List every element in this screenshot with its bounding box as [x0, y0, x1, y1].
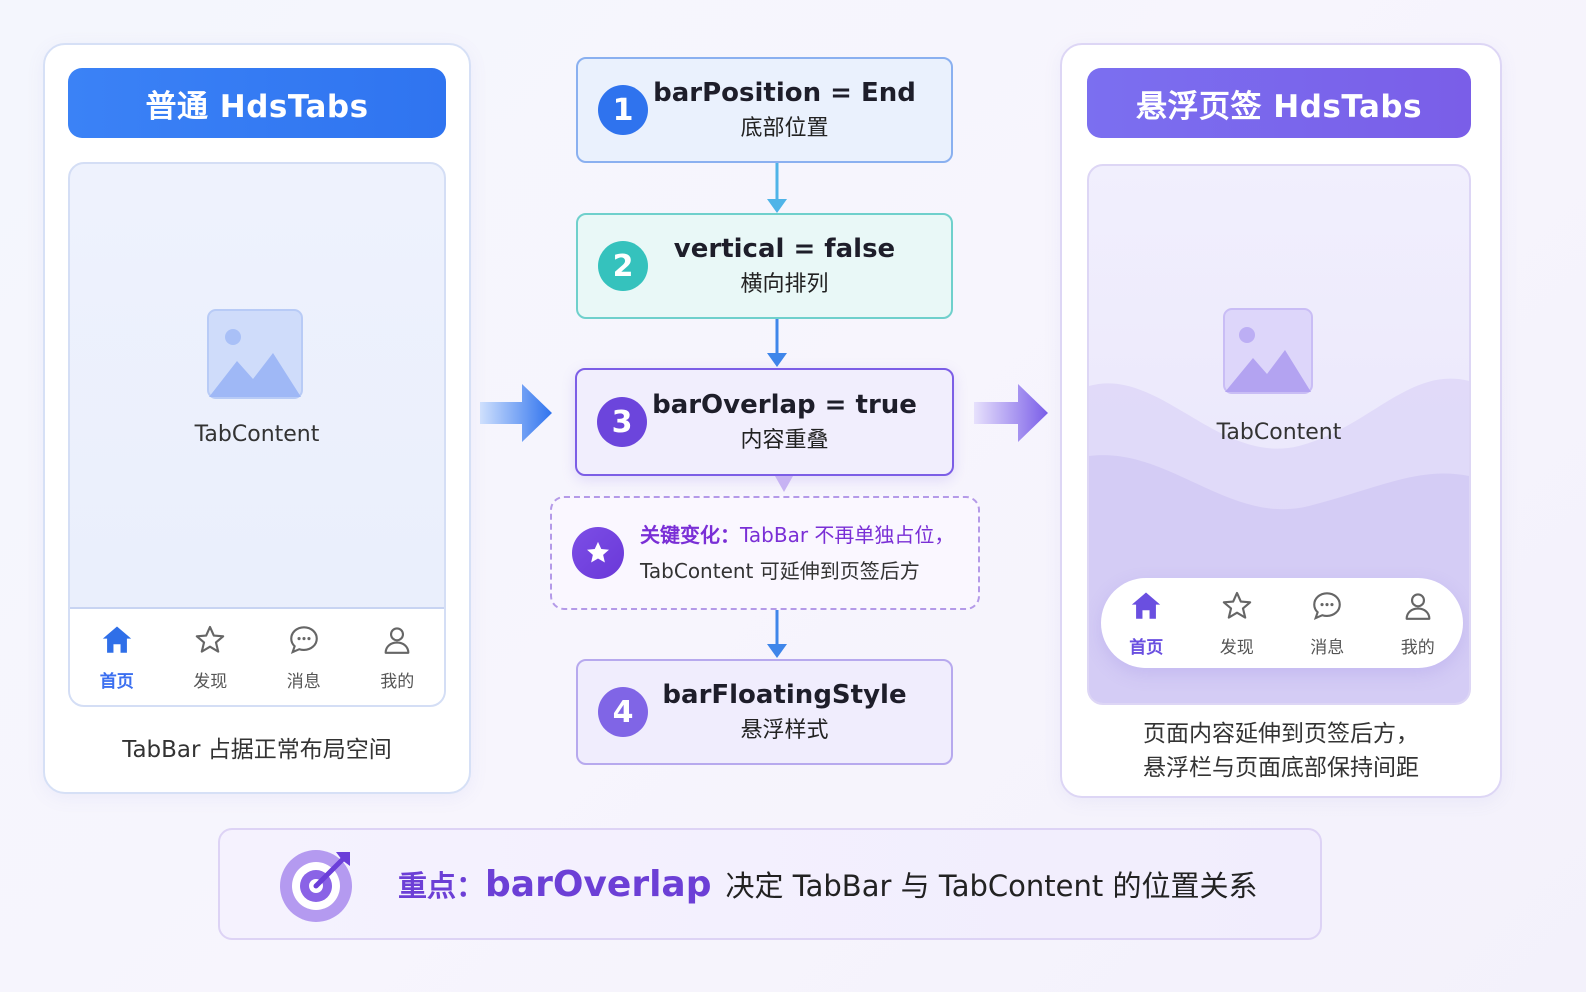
key-change-label: 关键变化：	[640, 523, 740, 547]
user-icon	[380, 623, 414, 661]
arrow-down-icon	[764, 163, 790, 215]
key-change-line1: 关键变化：TabBar 不再单独占位，	[640, 517, 954, 553]
key-point-rest: 决定 TabBar 与 TabContent 的位置关系	[725, 869, 1258, 903]
key-point-code: barOverlap	[485, 864, 712, 905]
star-icon	[193, 623, 227, 661]
key-change-line1-rest: TabBar 不再单独占位，	[740, 523, 955, 547]
tab-messages[interactable]: 消息	[287, 623, 321, 692]
arrow-right-icon	[478, 380, 554, 446]
step-vertical: 2 vertical = false 横向排列	[576, 213, 953, 319]
floating-tabbar[interactable]: 首页 发现 消息 我的	[1101, 578, 1463, 668]
step-text: vertical = false 横向排列	[648, 232, 951, 300]
key-point-label: 重点：	[398, 869, 486, 903]
key-point-text: 重点： barOverlap 决定 TabBar 与 TabContent 的位…	[398, 863, 1257, 905]
tab-label: 首页	[99, 671, 134, 692]
arrow-down-icon	[764, 610, 790, 660]
step-main-text: barFloatingStyle	[662, 680, 907, 710]
step-sub-text: 悬浮样式	[740, 718, 829, 743]
arrow-right-icon	[972, 380, 1050, 446]
home-icon	[100, 623, 134, 661]
step-bar-floating-style: 4 barFloatingStyle 悬浮样式	[576, 659, 953, 765]
tab-messages[interactable]: 消息	[1310, 589, 1344, 658]
tab-label: 我的	[380, 671, 415, 692]
tab-label: 发现	[193, 671, 228, 692]
key-change-note: 关键变化：TabBar 不再单独占位， TabContent 可延伸到页签后方	[550, 496, 980, 610]
step-sub-text: 横向排列	[740, 272, 829, 297]
tab-label: 我的	[1400, 637, 1435, 658]
step-sub-text: 内容重叠	[740, 428, 829, 453]
step-number-badge: 3	[597, 397, 647, 447]
target-icon	[278, 844, 358, 924]
normal-tabs-title: 普通 HdsTabs	[68, 68, 446, 138]
floating-caption-line2: 悬浮栏与页面底部保持间距	[1143, 755, 1419, 781]
normal-tabs-screen: TabContent 首页 发现 消息	[68, 162, 446, 707]
key-change-line2: TabContent 可延伸到页签后方	[640, 559, 920, 583]
step-number-badge: 4	[598, 687, 648, 737]
step-main-text: vertical = false	[673, 234, 896, 264]
tab-profile[interactable]: 我的	[380, 623, 414, 692]
tab-label: 消息	[286, 671, 321, 692]
step-bar-position: 1 barPosition = End 底部位置	[576, 57, 953, 163]
floating-caption-line1: 页面内容延伸到页签后方，	[1143, 721, 1419, 747]
tab-discover[interactable]: 发现	[1220, 589, 1254, 658]
tab-content-label: TabContent	[194, 422, 320, 447]
message-icon	[287, 623, 321, 661]
tab-home[interactable]: 首页	[1129, 589, 1163, 658]
normal-tabbar[interactable]: 首页 发现 消息 我的	[70, 607, 444, 705]
step-bar-overlap: 3 barOverlap = true 内容重叠	[575, 368, 954, 476]
pointer-down-icon	[774, 476, 794, 494]
step-main-text: barPosition = End	[653, 78, 916, 108]
message-icon	[1310, 589, 1344, 627]
home-icon	[1129, 589, 1163, 627]
step-text: barOverlap = true 内容重叠	[647, 388, 952, 456]
step-sub-text: 底部位置	[740, 116, 829, 141]
normal-tabs-caption: TabBar 占据正常布局空间	[122, 737, 392, 763]
floating-tabs-caption: 页面内容延伸到页签后方， 悬浮栏与页面底部保持间距	[1062, 717, 1500, 785]
star-badge-icon	[572, 527, 624, 579]
floating-tabs-panel: 悬浮页签 HdsTabs TabContent 首页	[1060, 43, 1502, 798]
tab-content-label: TabContent	[1216, 420, 1342, 445]
step-main-text: barOverlap = true	[652, 390, 917, 420]
floating-tabs-title: 悬浮页签 HdsTabs	[1087, 68, 1471, 138]
step-number-badge: 1	[598, 85, 648, 135]
step-text: barPosition = End 底部位置	[648, 76, 951, 144]
image-placeholder-icon	[207, 309, 303, 399]
step-number-badge: 2	[598, 241, 648, 291]
arrow-down-icon	[764, 319, 790, 369]
tab-discover[interactable]: 发现	[193, 623, 227, 692]
tab-profile[interactable]: 我的	[1401, 589, 1435, 658]
step-text: barFloatingStyle 悬浮样式	[648, 678, 951, 746]
image-placeholder-icon	[1223, 308, 1313, 394]
user-icon	[1401, 589, 1435, 627]
tab-label: 首页	[1129, 637, 1164, 658]
floating-tabs-screen: TabContent 首页 发现 消息	[1087, 164, 1471, 705]
key-point-banner: 重点： barOverlap 决定 TabBar 与 TabContent 的位…	[218, 828, 1322, 940]
tab-label: 消息	[1310, 637, 1345, 658]
key-change-text: 关键变化：TabBar 不再单独占位， TabContent 可延伸到页签后方	[640, 517, 954, 589]
star-icon	[1220, 589, 1254, 627]
tab-label: 发现	[1219, 637, 1254, 658]
tab-home[interactable]: 首页	[100, 623, 134, 692]
normal-tabs-panel: 普通 HdsTabs TabContent 首页 发现	[43, 43, 471, 794]
